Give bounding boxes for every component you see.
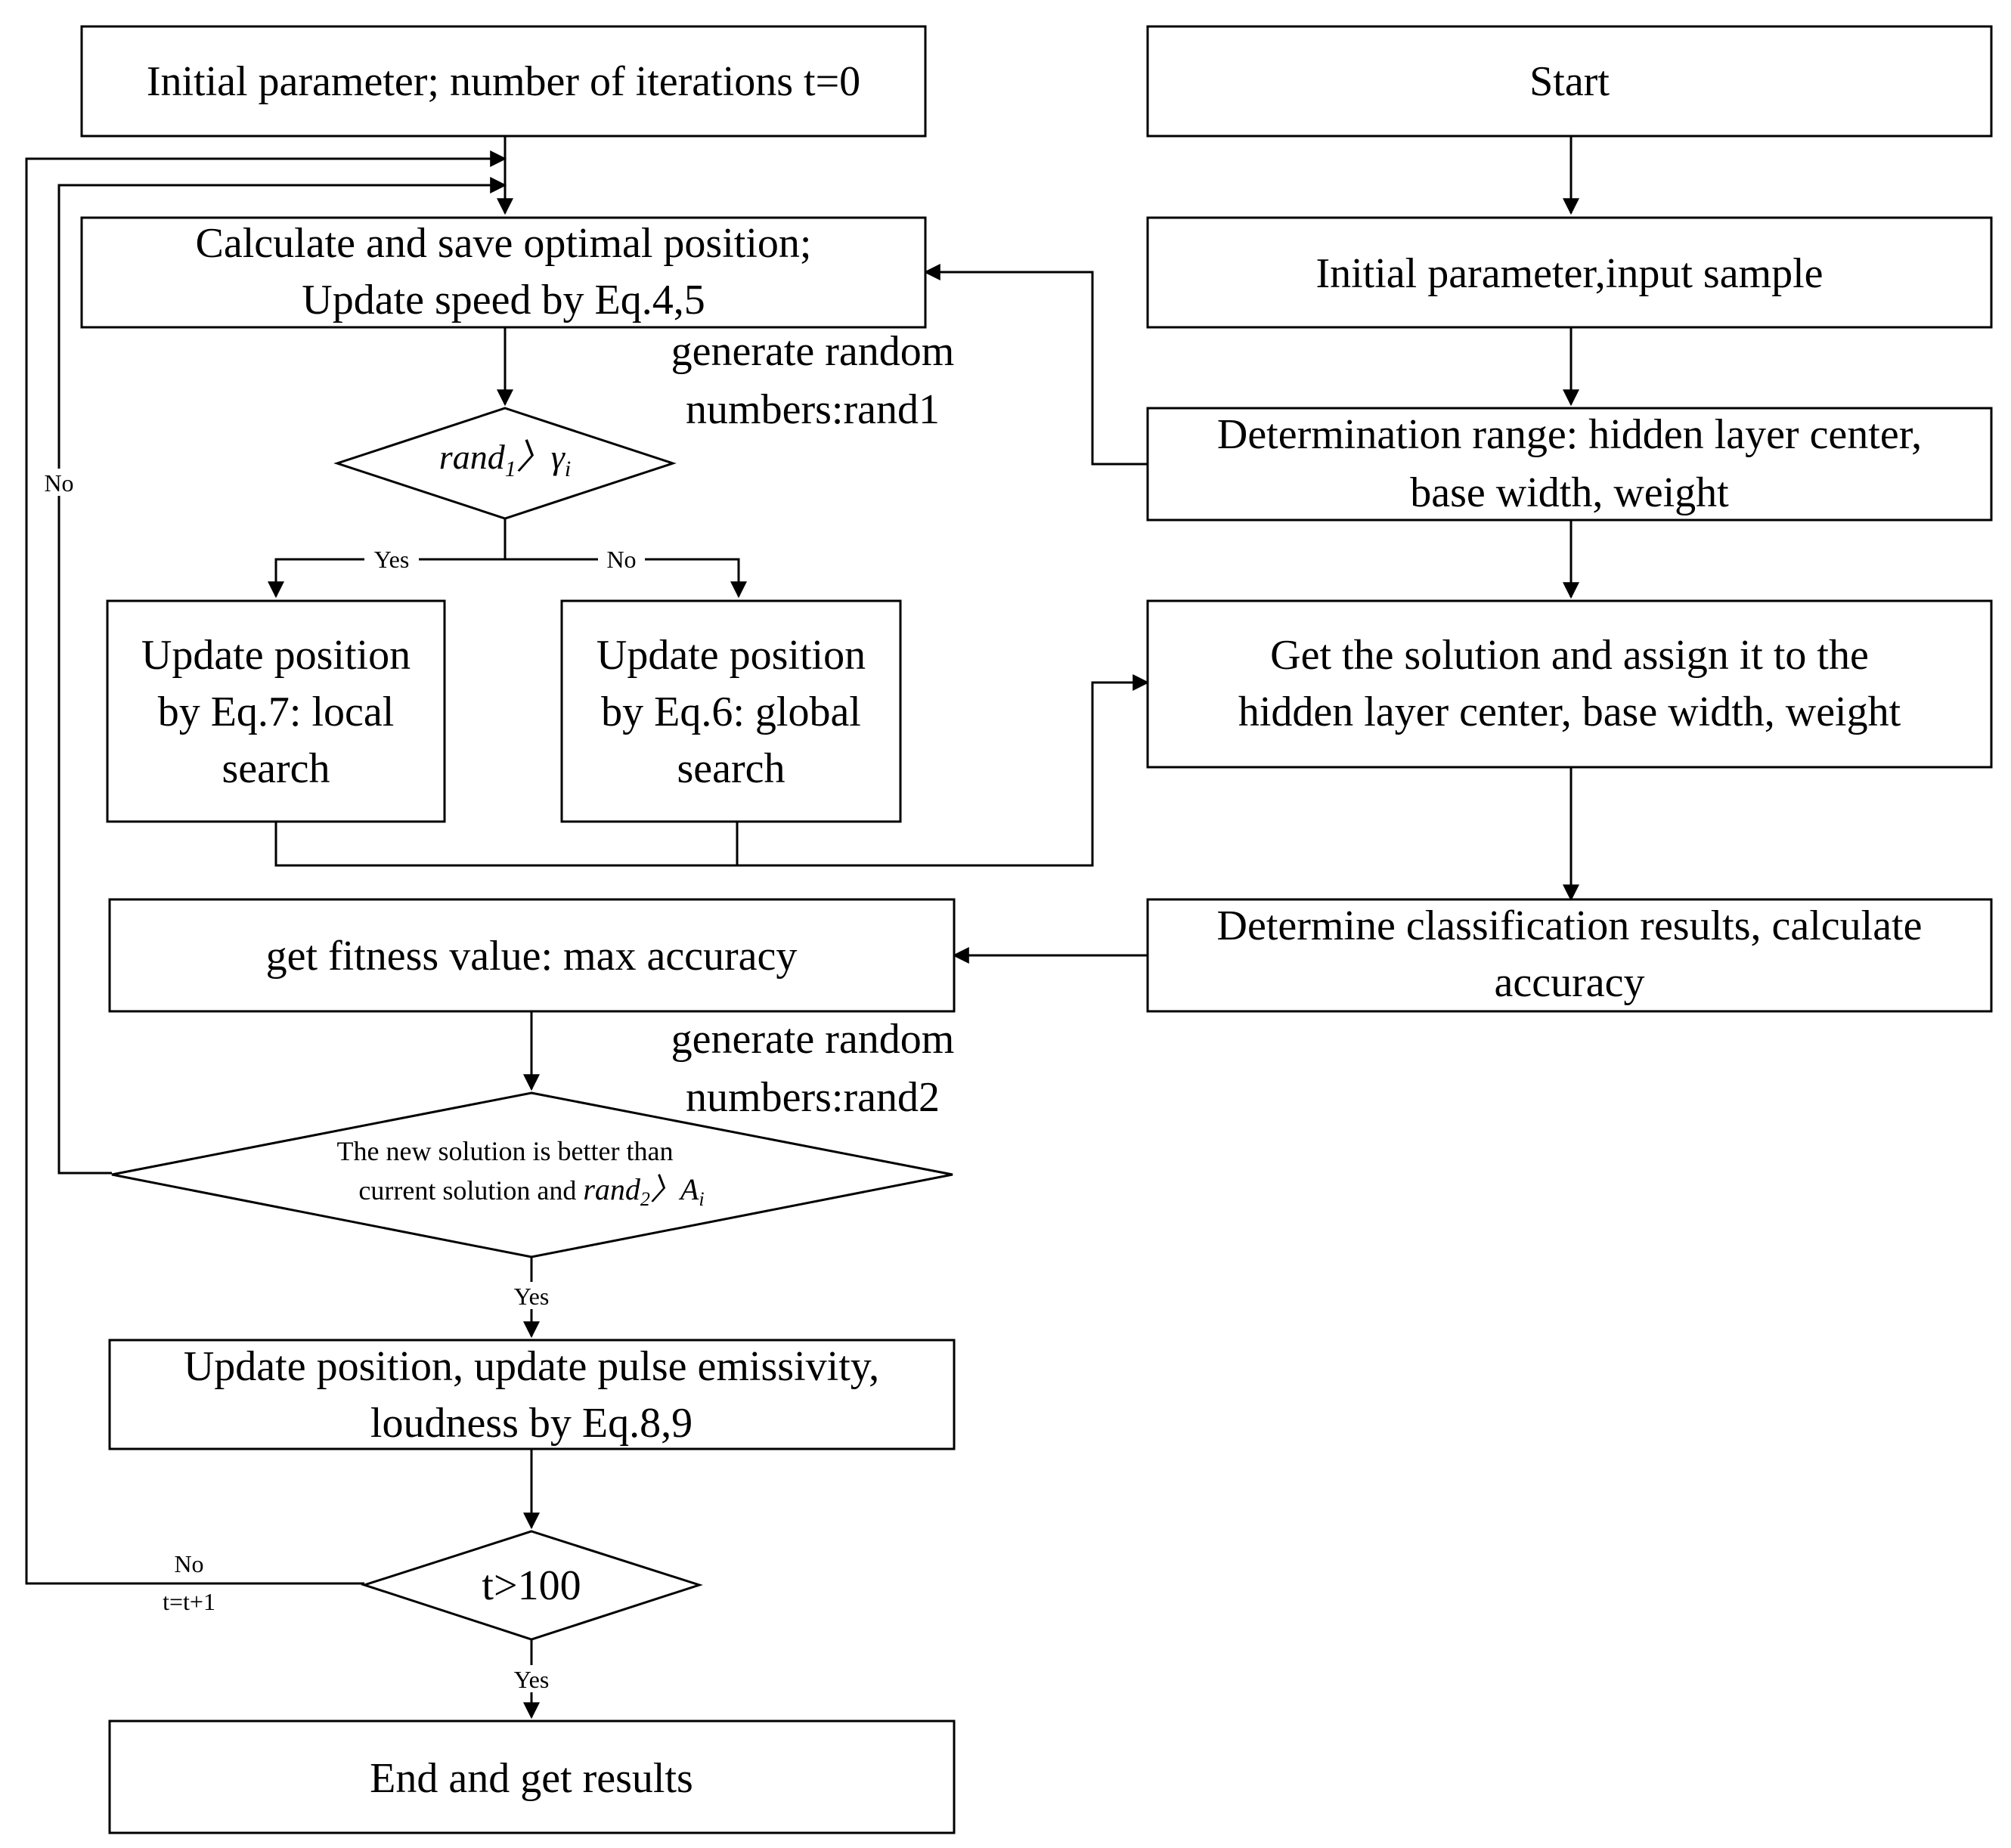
label-bg-yes-local: [364, 547, 419, 571]
edge-decision-rand1-to-local: [268, 558, 505, 599]
label-bg-yes-better: [503, 1282, 560, 1309]
fitness-text: get fitness value: max accuracy: [266, 933, 798, 980]
classification-box: [1146, 898, 1993, 1013]
local-search-line2: by Eq.7: local: [158, 689, 395, 735]
update-pulse-line2: loudness by Eq.8,9: [370, 1400, 693, 1447]
get-solution-line2: hidden layer center, base width, weight: [1238, 689, 1901, 735]
edges: [25, 136, 1579, 1720]
edge-labels: Yes No No Yes No t=t+1 Yes: [36, 469, 645, 1693]
det-range-box: [1146, 407, 1993, 522]
edge-loop-t-no: [25, 150, 507, 1585]
local-search-line1: Update position: [141, 632, 411, 679]
decision-better-line2: current solution and rand2〉Ai: [358, 1172, 704, 1210]
decision-rand1-text: rand1〉γi: [439, 438, 571, 481]
end-box: [108, 1720, 956, 1834]
get-solution-box: [1146, 599, 1993, 769]
start-box: [1146, 25, 1993, 138]
calc-optimal-line1: Calculate and save optimal position;: [196, 220, 812, 267]
edge-det-range-to-calc-optimal: [923, 264, 1148, 466]
init-iter-box: [80, 25, 927, 138]
global-search-box: [560, 599, 902, 823]
update-pulse-box: [108, 1339, 956, 1450]
calc-optimal-line2: Update speed by Eq.4,5: [302, 277, 705, 323]
label-no-t: No: [174, 1550, 203, 1577]
edge-loop-better-no: [57, 177, 507, 1175]
get-solution-line1: Get the solution and assign it to the: [1270, 632, 1869, 679]
edge-local-search-down: [274, 674, 1150, 867]
det-range-line2: base width, weight: [1410, 469, 1729, 516]
label-bg-yes-end: [503, 1665, 560, 1692]
decision-t-text: t>100: [482, 1562, 581, 1609]
label-bg-no-loop-better: [36, 469, 82, 496]
global-search-line2: by Eq.6: global: [601, 689, 861, 735]
calc-optimal-box: [80, 216, 927, 329]
decision-better-diamond: [111, 1091, 953, 1258]
update-pulse-line1: Update position, update pulse emissivity…: [184, 1343, 879, 1390]
nodes: Initial parameter; number of iterations …: [80, 25, 1993, 1834]
label-bg-no-global: [598, 547, 645, 571]
init-input-text: Initial parameter,input sample: [1315, 250, 1823, 297]
label-bg-t-increment: [150, 1587, 228, 1613]
det-range-line1: Determination range: hidden layer center…: [1217, 411, 1922, 458]
global-search-line1: Update position: [596, 632, 866, 679]
gen-rand1-line1: generate random: [671, 328, 955, 375]
classification-line1: Determine classification results, calcul…: [1217, 902, 1923, 949]
start-text: Start: [1529, 58, 1610, 105]
decision-better-line1: The new solution is better than: [337, 1136, 674, 1166]
init-input-box: [1146, 216, 1993, 329]
label-no-global: No: [606, 546, 636, 573]
decision-rand1-diamond: [333, 407, 677, 520]
label-yes-local: Yes: [374, 546, 410, 573]
local-search-line3: search: [222, 745, 330, 792]
label-yes-better: Yes: [514, 1283, 550, 1310]
edge-decision-rand1-to-global: [505, 558, 747, 599]
gen-rand1-line2: numbers:rand1: [686, 386, 940, 433]
label-t-increment: t=t+1: [163, 1588, 215, 1615]
init-iter-text: Initial parameter; number of iterations …: [147, 58, 860, 105]
gen-rand2-line2: numbers:rand2: [686, 1074, 940, 1121]
label-yes-end: Yes: [514, 1666, 550, 1693]
classification-line2: accuracy: [1495, 959, 1645, 1006]
decision-t-diamond: [361, 1530, 703, 1641]
fitness-box: [108, 898, 956, 1013]
end-text: End and get results: [370, 1755, 693, 1802]
label-no-loop-better: No: [44, 469, 73, 497]
gen-rand2-line1: generate random: [671, 1016, 955, 1063]
global-search-line3: search: [677, 745, 785, 792]
local-search-box: [106, 599, 446, 823]
